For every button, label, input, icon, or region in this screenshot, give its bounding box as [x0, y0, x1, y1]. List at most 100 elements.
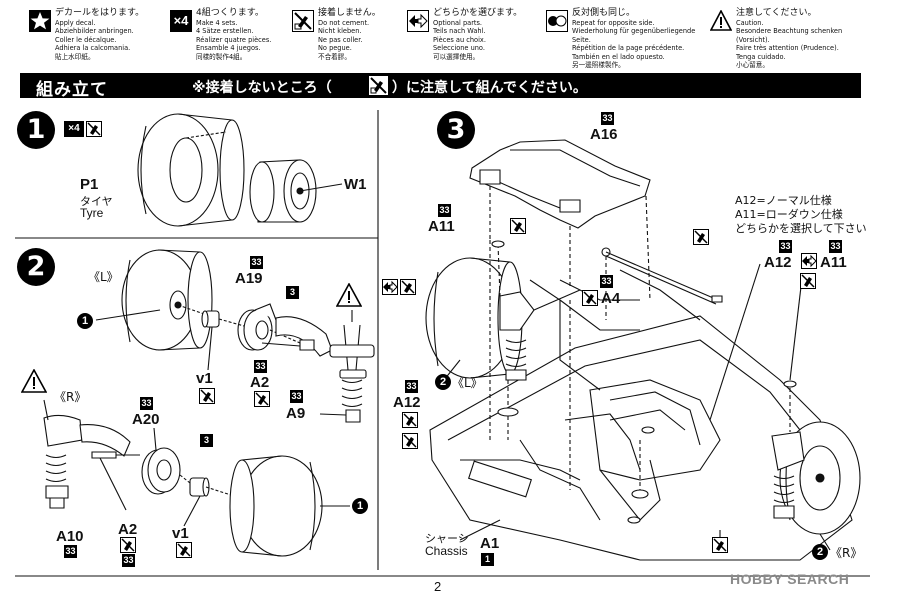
times-four-icon: ×4: [170, 10, 192, 32]
runner-badge: 33: [290, 390, 303, 403]
runner-badge: 33: [250, 256, 263, 269]
optional-parts-icon: [407, 10, 429, 32]
part-label-a20: A20: [132, 411, 160, 428]
side-label-left: 《L》: [88, 270, 119, 284]
ref-step-2: 2: [812, 544, 828, 560]
page-number: 2: [434, 579, 442, 594]
legend-line: Réalizer quatre pièces.: [196, 35, 272, 44]
sub-assembly-badge: 3: [286, 286, 299, 299]
legend-line: Tenga cuidado.: [736, 52, 786, 61]
caution-icon: [336, 283, 362, 307]
optional-parts-icon: [382, 279, 398, 295]
runner-badge: 1: [481, 553, 494, 566]
runner-badge: 33: [438, 204, 451, 217]
step3-right-damper: [710, 264, 804, 518]
part-label-a4: A4: [601, 290, 621, 307]
no-cement-icon: [86, 121, 102, 137]
legend-no-cement: 接着しません。 Do not cement. Nicht kleben. Ne …: [292, 6, 407, 70]
optional-parts-icon: [801, 253, 817, 269]
step3-left-wheel: [426, 258, 522, 380]
part-label-a2-r: A2: [118, 521, 138, 538]
no-cement-icon: [800, 273, 816, 289]
legend-line: Coller le décalque.: [55, 35, 117, 44]
legend-line: 反対側も同じ。: [572, 8, 636, 18]
part-name-jp: タイヤ: [80, 195, 113, 208]
part-label-p1: P1: [80, 176, 99, 193]
legend-line: Seleccione uno.: [433, 44, 485, 53]
chassis-name-jp: シャーシ: [425, 532, 469, 545]
part-label-a11-opt: A11: [820, 254, 847, 271]
legend-line: 可以選擇使用。: [433, 52, 480, 61]
no-cement-icon: [120, 537, 136, 553]
option-note-line: A12=ノーマル仕様: [735, 194, 832, 207]
option-note-line: A11=ローダウン仕様: [735, 208, 843, 221]
no-cement-icon: [582, 290, 598, 306]
legend-line: どちらかを選びます。: [433, 8, 523, 18]
legend-line: 不合着膠。: [318, 52, 351, 61]
legend-line: 另一邊照樣製作。: [572, 61, 625, 70]
legend-make-four: ×4 4組つくります。 Make 4 sets. 4 Sätze erstell…: [170, 6, 290, 70]
times-four-icon: ×4: [64, 121, 84, 137]
no-cement-icon: [402, 412, 418, 428]
step3-subframe-drawing: [470, 140, 650, 300]
legend-line: Seite.: [572, 35, 591, 44]
step2-left-arm: [262, 317, 332, 356]
legend-line: (Vorsicht).: [736, 35, 770, 44]
sub-assembly-badge: 3: [200, 434, 213, 447]
no-cement-icon: [400, 279, 416, 295]
step3-chassis-drawing: [430, 270, 852, 560]
step2-right-brake: [142, 428, 190, 494]
legend-caution: 注意してください。 Caution. Besondere Beachtung s…: [710, 6, 875, 70]
part-label-a16: A16: [590, 126, 618, 143]
legend-line: Nicht kleben.: [318, 27, 362, 36]
part-label-v1-r: v1: [172, 525, 189, 542]
legend-line: 小心留意。: [736, 61, 769, 70]
legend-line: Répétition de la page précédente.: [572, 44, 685, 53]
step-number-2: 2: [17, 248, 55, 286]
runner-badge: 33: [64, 545, 77, 558]
step1-wheel-drawing: [250, 160, 342, 222]
part-label-a2: A2: [250, 374, 270, 391]
no-cement-icon: [176, 542, 192, 558]
step2-left-collar: [202, 311, 219, 370]
legend-line: También en el lado opuesto.: [572, 52, 665, 61]
part-label-w1: W1: [344, 176, 367, 193]
legend-line: Apply decal.: [55, 19, 96, 27]
runner-badge: 33: [140, 397, 153, 410]
legend-optional-parts: どちらかを選びます。 Optional parts. Teils nach Wa…: [407, 6, 542, 70]
star-apply-decal-icon: [29, 10, 51, 32]
no-cement-icon: [292, 10, 314, 32]
no-cement-icon: [254, 391, 270, 407]
step2-left-wheel: [96, 250, 212, 350]
no-cement-icon: [510, 218, 526, 234]
legend-line: 4組つくります。: [196, 8, 264, 18]
legend-line: 注意してください。: [736, 8, 817, 18]
legend-line: Repeat for opposite side.: [572, 19, 655, 27]
part-label-a12: A12: [393, 394, 421, 411]
legend-line: 4 Sätze erstellen.: [196, 27, 254, 36]
legend-line: Pièces au choix.: [433, 35, 486, 44]
chassis-name-en: Chassis: [425, 544, 468, 558]
no-cement-icon: [199, 388, 215, 404]
step1-tyre-drawing: [138, 114, 244, 226]
runner-badge: 33: [600, 275, 613, 288]
runner-badge: 33: [254, 360, 267, 373]
no-cement-icon: [712, 537, 728, 553]
step-number-3: 3: [437, 111, 475, 149]
legend-line: 貼上水印紙。: [55, 52, 95, 61]
legend-line: Teils nach Wahl.: [433, 27, 486, 36]
step3-posts: [460, 240, 720, 548]
step2-left-brake: [219, 304, 300, 350]
runner-badge: 33: [779, 240, 792, 253]
step2-right-arm: [80, 425, 140, 510]
caution-icon: [710, 10, 732, 31]
legend-line: Ne pas coller.: [318, 35, 363, 44]
legend-line: No pegue.: [318, 44, 352, 53]
option-note-line: どちらかを選択して下さい: [735, 222, 867, 235]
part-label-a10: A10: [56, 528, 84, 545]
legend-line: 接着しません。: [318, 8, 381, 18]
step3-tie-rod-drawing: [602, 248, 722, 320]
step2-right-damper: [44, 400, 82, 508]
watermark-logo: HOBBY SEARCH: [730, 571, 850, 587]
